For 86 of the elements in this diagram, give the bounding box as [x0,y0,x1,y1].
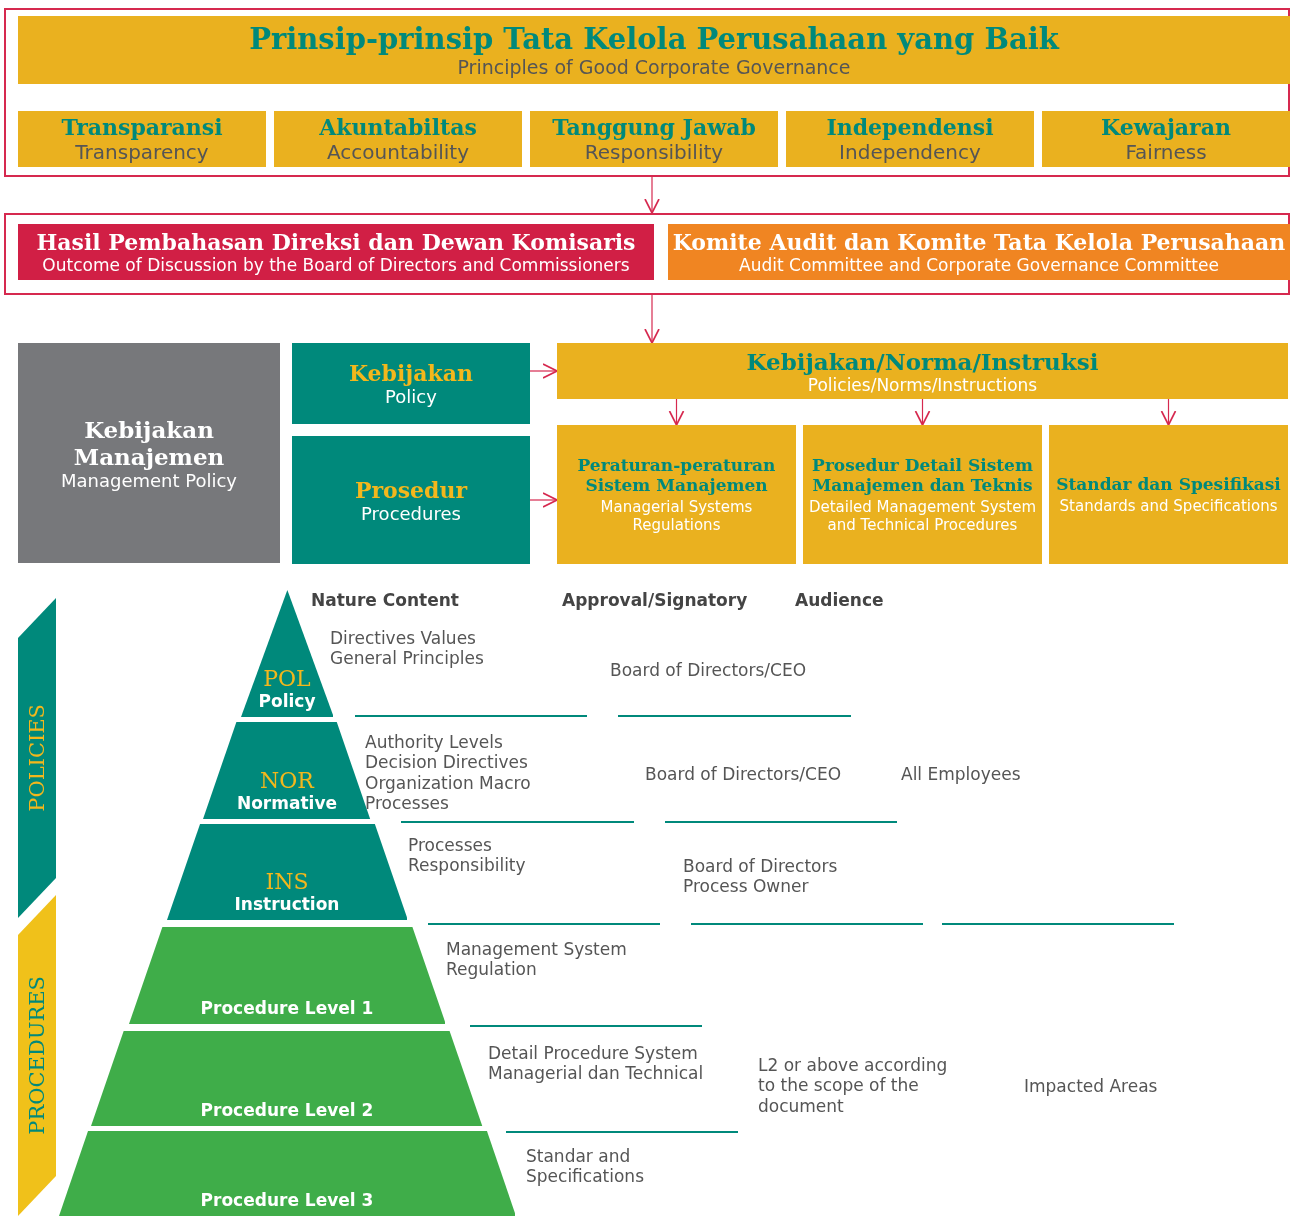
principle-box [18,111,266,167]
arrow [529,363,558,379]
subheading: Management Policy [60,469,238,491]
column-header: Nature Content [311,590,459,611]
subheading: Transparency [75,140,209,164]
subheading: Principles of Good Corporate Governance [457,56,851,78]
subheading: Standards and Specifications [1059,497,1278,515]
table-text: Detail Procedure System Managerial dan Technical [488,1043,705,1084]
side-banner [18,895,56,1216]
arrow [644,294,660,344]
heading: Kebijakan/Norma/Instruksi [746,347,1099,375]
principle-box [274,111,522,167]
table-text: Management System Regulation [446,939,628,980]
subheading: Responsibility [584,140,724,164]
heading: Kebijakan Manajemen [72,415,226,470]
heading: Komite Audit dan Komite Tata Kelola Perusahaan [672,229,1286,255]
subheading: Policies/Norms/Instructions [807,374,1038,395]
table-text: Impacted Areas [1024,1076,1158,1097]
pyramid-tier [166,824,408,920]
pyramid-tier [58,1131,516,1216]
principle-box [18,16,1290,84]
tier-name: Procedure Level 3 [200,1190,374,1210]
principle-box [557,343,1288,399]
heading: Prosedur Detail Sistem Manajemen dan Teknis [811,455,1034,495]
subheading: Managerial Systems Regulations [599,498,754,534]
tier-code: INS [265,869,309,894]
table-text: Authority Levels Decision Directives Organization Macro Processes [365,732,532,814]
tier-name: Instruction [234,894,340,914]
subheading: Audit Committee and Corporate Governance Committee [739,255,1219,275]
heading: Tanggung Jawab [552,114,756,140]
arrow [914,398,931,426]
heading: Akuntabiltas [319,114,477,140]
table-text: All Employees [901,764,1021,785]
subheading: Detailed Management System and Technical Procedures [807,498,1038,534]
column-header: Approval/Signatory [562,590,748,611]
table-text: Processes Responsibility [408,835,527,876]
principle-box [530,111,778,167]
principle-box [1042,111,1290,167]
heading: Peraturan-peraturan Sistem Manajemen [576,455,777,495]
policy-box [18,343,280,563]
frame-box [4,8,1290,177]
discussion-box [18,224,654,280]
tier-code: NOR [260,768,314,793]
principle-box [786,111,1034,167]
pyramid-tier [91,1031,483,1126]
document-box [803,425,1042,564]
table-text: Board of Directors Process Owner [683,856,839,897]
table-text: Board of Directors/CEO [610,660,807,681]
arrow [644,176,660,214]
pyramid-tier [128,927,446,1024]
heading: Hasil Pembahasan Direksi dan Dewan Komisaris [36,229,636,255]
document-box [1049,425,1288,564]
heading: Kewajaran [1101,114,1231,140]
subheading: Independency [839,140,981,164]
table-text: Standar and Specifications [526,1146,645,1187]
heading: Prosedur [354,476,468,503]
banner-label: POLICIES [25,704,49,812]
subheading: Accountability [326,140,470,164]
heading: Prinsip-prinsip Tata Kelola Perusahaan yang Baik [249,22,1059,56]
side-banner [18,598,56,918]
heading: Transparansi [61,114,223,140]
tier-name: Procedure Level 2 [200,1100,374,1120]
heading: Kebijakan [348,360,474,386]
tier-code: POL [263,666,311,691]
committee-box [668,224,1290,280]
tier-name: Policy [258,691,316,711]
subheading: Procedures [361,502,461,524]
arrow [668,398,685,426]
banner-label: PROCEDURES [25,976,49,1135]
column-header: Audience [795,590,884,611]
document-box [557,425,796,564]
subheading: Fairness [1125,140,1207,164]
subheading: Outcome of Discussion by the Board of Directors and Commissioners [42,255,630,275]
tier-name: Procedure Level 1 [200,998,374,1018]
arrow [1160,398,1177,426]
tier-name: Normative [236,793,337,813]
heading: Independensi [826,114,994,140]
frame-box [4,213,1290,295]
heading: Standar dan Spesifikasi [1056,474,1281,494]
category-box [292,436,530,564]
table-text: Board of Directors/CEO [645,764,842,785]
table-text: L2 or above according to the scope of the document [758,1055,949,1117]
table-text: Directives Values General Principles [330,628,485,669]
category-box [292,343,530,424]
subheading: Policy [385,386,437,407]
arrow [529,492,558,508]
